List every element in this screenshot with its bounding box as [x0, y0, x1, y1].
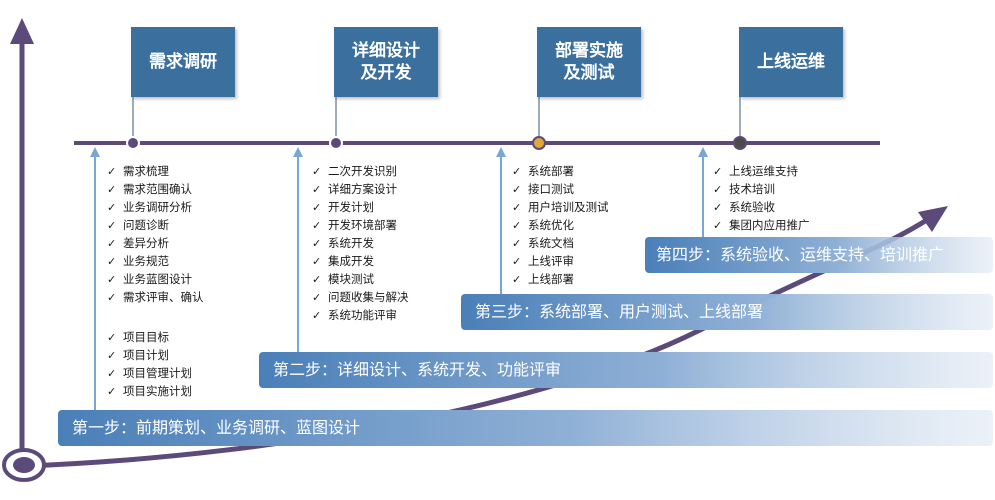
check-icon: ✓: [107, 255, 117, 268]
check-icon: ✓: [107, 237, 117, 250]
list-item: ✓上线运维支持: [713, 162, 810, 180]
phase-box-requirements: 需求调研: [131, 27, 235, 97]
task-list-operations: ✓上线运维支持 ✓技术培训 ✓系统验收 ✓集团内应用推广: [713, 162, 810, 234]
check-icon: ✓: [107, 367, 117, 380]
check-icon: ✓: [512, 273, 522, 286]
up-arrowhead: [293, 147, 303, 157]
check-icon: ✓: [107, 219, 117, 232]
list-item: ✓集成开发: [312, 252, 409, 270]
check-icon: ✓: [107, 273, 117, 286]
list-item: ✓接口测试: [512, 180, 609, 198]
list-item: ✓系统文档: [512, 234, 609, 252]
check-icon: ✓: [512, 183, 522, 196]
check-icon: ✓: [312, 255, 322, 268]
list-item: ✓问题诊断: [107, 216, 204, 234]
list-item: ✓开发环境部署: [312, 216, 409, 234]
step-label-3: 第三步：系统部署、用户测试、上线部署: [475, 302, 764, 321]
check-icon: ✓: [713, 165, 723, 178]
check-icon: ✓: [107, 331, 117, 344]
task-list-planning: ✓项目目标 ✓项目计划 ✓项目管理计划 ✓项目实施计划: [107, 328, 192, 400]
step-label-1: 第一步：前期策划、业务调研、蓝图设计: [72, 418, 361, 437]
step-label-4: 第四步：系统验收、运维支持、培训推广: [656, 245, 945, 264]
list-item: ✓项目实施计划: [107, 382, 192, 400]
check-icon: ✓: [713, 183, 723, 196]
timeline-node: [126, 136, 140, 150]
step-band-2: [259, 352, 993, 388]
list-item: ✓项目计划: [107, 346, 192, 364]
check-icon: ✓: [107, 385, 117, 398]
check-icon: ✓: [107, 165, 117, 178]
list-item: ✓系统验收: [713, 198, 810, 216]
list-item: ✓需求梳理: [107, 162, 204, 180]
phase-box-deploy-test: 部署实施 及测试: [537, 27, 641, 97]
check-icon: ✓: [312, 291, 322, 304]
check-icon: ✓: [312, 165, 322, 178]
phase-box-design-dev: 详细设计 及开发: [334, 27, 438, 97]
list-item: ✓项目管理计划: [107, 364, 192, 382]
check-icon: ✓: [713, 219, 723, 232]
list-item: ✓模块测试: [312, 270, 409, 288]
check-icon: ✓: [312, 201, 322, 214]
list-item: ✓上线部署: [512, 270, 609, 288]
check-icon: ✓: [312, 309, 322, 322]
list-item: ✓需求范围确认: [107, 180, 204, 198]
step-band-1: [58, 410, 993, 446]
check-icon: ✓: [512, 165, 522, 178]
origin-dot: [13, 457, 35, 473]
check-icon: ✓: [512, 255, 522, 268]
list-item: ✓系统部署: [512, 162, 609, 180]
check-icon: ✓: [312, 273, 322, 286]
check-icon: ✓: [312, 219, 322, 232]
phase-box-operations: 上线运维: [739, 27, 843, 97]
timeline-node: [329, 136, 343, 150]
task-list-design-dev: ✓二次开发识别 ✓详细方案设计 ✓开发计划 ✓开发环境部署 ✓系统开发 ✓集成开…: [312, 162, 409, 324]
list-item: ✓差异分析: [107, 234, 204, 252]
check-icon: ✓: [512, 237, 522, 250]
list-item: ✓集团内应用推广: [713, 216, 810, 234]
list-item: ✓业务蓝图设计: [107, 270, 204, 288]
step-label-2: 第二步：详细设计、系统开发、功能评审: [273, 360, 562, 379]
up-arrowhead: [496, 147, 506, 157]
list-item: ✓上线评审: [512, 252, 609, 270]
list-item: ✓用户培训及测试: [512, 198, 609, 216]
list-item: ✓二次开发识别: [312, 162, 409, 180]
step-band-3: [461, 294, 993, 330]
vertical-axis-arrowhead: [10, 18, 34, 44]
check-icon: ✓: [107, 291, 117, 304]
growth-curve-arrowhead: [918, 206, 948, 232]
task-list-requirements: ✓需求梳理 ✓需求范围确认 ✓业务调研分析 ✓问题诊断 ✓差异分析 ✓业务规范 …: [107, 162, 204, 306]
timeline-node: [532, 136, 546, 150]
list-item: ✓系统功能评审: [312, 306, 409, 324]
check-icon: ✓: [512, 219, 522, 232]
up-arrowhead: [90, 147, 100, 157]
list-item: ✓系统优化: [512, 216, 609, 234]
list-item: ✓项目目标: [107, 328, 192, 346]
list-item: ✓业务调研分析: [107, 198, 204, 216]
list-item: ✓需求评审、确认: [107, 288, 204, 306]
check-icon: ✓: [107, 201, 117, 214]
list-item: ✓详细方案设计: [312, 180, 409, 198]
step-band-4: [645, 237, 993, 273]
list-item: ✓系统开发: [312, 234, 409, 252]
check-icon: ✓: [107, 183, 117, 196]
list-item: ✓技术培训: [713, 180, 810, 198]
check-icon: ✓: [312, 183, 322, 196]
task-list-deploy-test: ✓系统部署 ✓接口测试 ✓用户培训及测试 ✓系统优化 ✓系统文档 ✓上线评审 ✓…: [512, 162, 609, 288]
list-item: ✓开发计划: [312, 198, 409, 216]
list-item: ✓业务规范: [107, 252, 204, 270]
check-icon: ✓: [107, 349, 117, 362]
check-icon: ✓: [713, 201, 723, 214]
up-arrowhead: [698, 147, 708, 157]
check-icon: ✓: [512, 201, 522, 214]
list-item: ✓问题收集与解决: [312, 288, 409, 306]
check-icon: ✓: [312, 237, 322, 250]
timeline-node: [733, 136, 747, 150]
